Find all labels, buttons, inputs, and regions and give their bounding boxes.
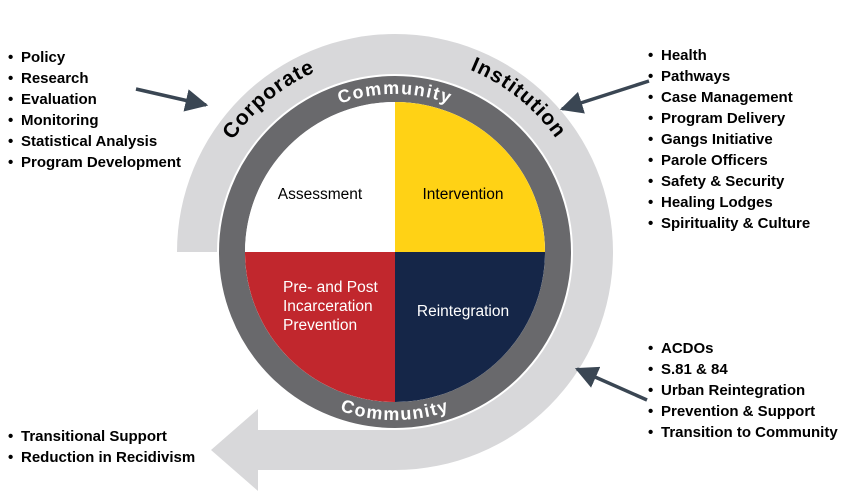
bullet-icon: • (648, 89, 654, 106)
bullet-icon: • (648, 194, 654, 211)
list-item: • Case Management (648, 87, 810, 108)
list-item-label: Gangs Initiative (661, 131, 773, 148)
list-item: • Program Delivery (648, 108, 810, 129)
list-item-label: Urban Reintegration (661, 382, 806, 399)
list-item: • Reduction in Recidivism (8, 447, 195, 468)
bullet-icon: • (8, 154, 14, 171)
list-item-label: S.81 & 84 (661, 361, 728, 378)
label-reintegration: Reintegration (417, 303, 509, 320)
quadrant-reintegration (395, 252, 545, 402)
bullet-icon: • (648, 68, 654, 85)
community-right-list: • ACDOs • S.81 & 84 • Urban Reintegratio… (648, 338, 838, 443)
quadrant-prevention (245, 252, 395, 402)
list-item: • Pathways (648, 66, 810, 87)
bullet-icon: • (648, 47, 654, 64)
list-item-label: Pathways (661, 68, 731, 85)
list-item-label: Reduction in Recidivism (21, 449, 196, 466)
bullet-icon: • (8, 428, 14, 445)
list-item: • Transitional Support (8, 426, 195, 447)
bullet-icon: • (648, 110, 654, 127)
list-item-label: Policy (21, 49, 66, 66)
bullet-icon: • (8, 449, 14, 466)
label-assessment: Assessment (278, 186, 363, 203)
bullet-icon: • (648, 173, 654, 190)
arrow-institution-to-circle (559, 79, 650, 114)
list-item-label: Prevention & Support (661, 403, 816, 420)
list-item-label: Case Management (661, 89, 793, 106)
list-item-label: Healing Lodges (661, 194, 773, 211)
list-item-label: Transition to Community (661, 424, 838, 441)
list-item: • Safety & Security (648, 171, 810, 192)
list-item: • S.81 & 84 (648, 359, 838, 380)
list-item: • Evaluation (8, 89, 181, 110)
arrow-corporate-to-circle (135, 87, 209, 112)
list-item: • Gangs Initiative (648, 129, 810, 150)
list-item-label: ACDOs (661, 340, 714, 357)
bullet-icon: • (648, 361, 654, 378)
list-item: • Prevention & Support (648, 401, 838, 422)
bullet-icon: • (648, 340, 654, 357)
list-item: • Parole Officers (648, 150, 810, 171)
list-item: • Monitoring (8, 110, 181, 131)
list-item-label: Program Development (21, 154, 182, 171)
list-item-label: Monitoring (21, 112, 99, 129)
list-item-label: Statistical Analysis (21, 133, 158, 150)
bullet-icon: • (648, 131, 654, 148)
list-item: • Program Development (8, 152, 181, 173)
bullet-icon: • (648, 215, 654, 232)
list-item-label: Program Delivery (661, 110, 786, 127)
bullet-icon: • (648, 152, 654, 169)
quadrant-intervention (395, 102, 545, 252)
list-item: • Spirituality & Culture (648, 213, 810, 234)
list-item-label: Evaluation (21, 91, 97, 108)
list-item-label: Safety & Security (661, 173, 785, 190)
label-prevention: Pre- and Post Incarceration Prevention (283, 279, 382, 334)
list-item-label: Transitional Support (21, 428, 167, 445)
list-item-label: Parole Officers (661, 152, 768, 169)
bullet-icon: • (8, 133, 14, 150)
bullet-icon: • (648, 403, 654, 420)
list-item: • Transition to Community (648, 422, 838, 443)
list-item: • Policy (8, 47, 181, 68)
bullet-icon: • (8, 70, 14, 87)
bullet-icon: • (8, 91, 14, 108)
corporate-list: • Policy • Research • Evaluation • Monit… (8, 47, 181, 173)
community-ring (219, 76, 571, 428)
list-item-label: Spirituality & Culture (661, 215, 811, 232)
arrow-community-to-circle (574, 366, 648, 402)
list-item: • Health (648, 45, 810, 66)
list-item: • Statistical Analysis (8, 131, 181, 152)
bullet-icon: • (648, 424, 654, 441)
list-item: • Urban Reintegration (648, 380, 838, 401)
institution-list: • Health • Pathways • Case Management • … (648, 45, 810, 234)
list-item: • ACDOs (648, 338, 838, 359)
bullet-icon: • (8, 112, 14, 129)
bullet-icon: • (8, 49, 14, 66)
bullet-icon: • (648, 382, 654, 399)
label-intervention: Intervention (423, 186, 504, 203)
list-item: • Research (8, 68, 181, 89)
community-left-list: • Transitional Support • Reduction in Re… (8, 426, 195, 468)
list-item-label: Health (661, 47, 707, 64)
list-item: • Healing Lodges (648, 192, 810, 213)
list-item-label: Research (21, 70, 89, 87)
cycle-arrow-band (177, 34, 613, 491)
